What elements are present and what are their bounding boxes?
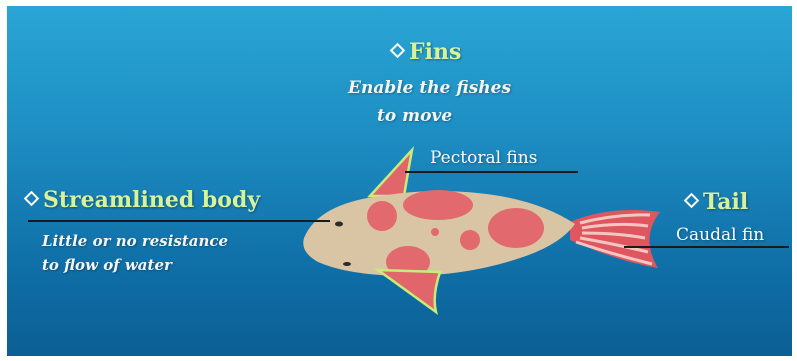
pectoral-fins-label: Pectoral fins <box>430 148 537 168</box>
diamond-bullet-icon <box>24 190 40 206</box>
pectoral-fin-bottom <box>378 270 440 312</box>
fins-description-line1: Enable the fishes <box>348 78 511 98</box>
diamond-bullet-icon <box>390 42 406 58</box>
fins-heading: Fins <box>392 39 461 65</box>
diamond-bullet-icon <box>684 192 700 208</box>
streamlined-description-line2: to flow of water <box>42 256 172 274</box>
tail-heading: Tail <box>686 189 748 215</box>
fish-eye <box>335 222 343 227</box>
fish-nostril <box>343 262 351 266</box>
streamlined-description-line1: Little or no resistance <box>42 232 228 250</box>
tail-fin <box>570 210 660 268</box>
fins-description-line2: to move <box>377 106 452 126</box>
streamlined-body-heading: Streamlined body <box>26 187 260 213</box>
caudal-fin-label: Caudal fin <box>676 225 764 245</box>
